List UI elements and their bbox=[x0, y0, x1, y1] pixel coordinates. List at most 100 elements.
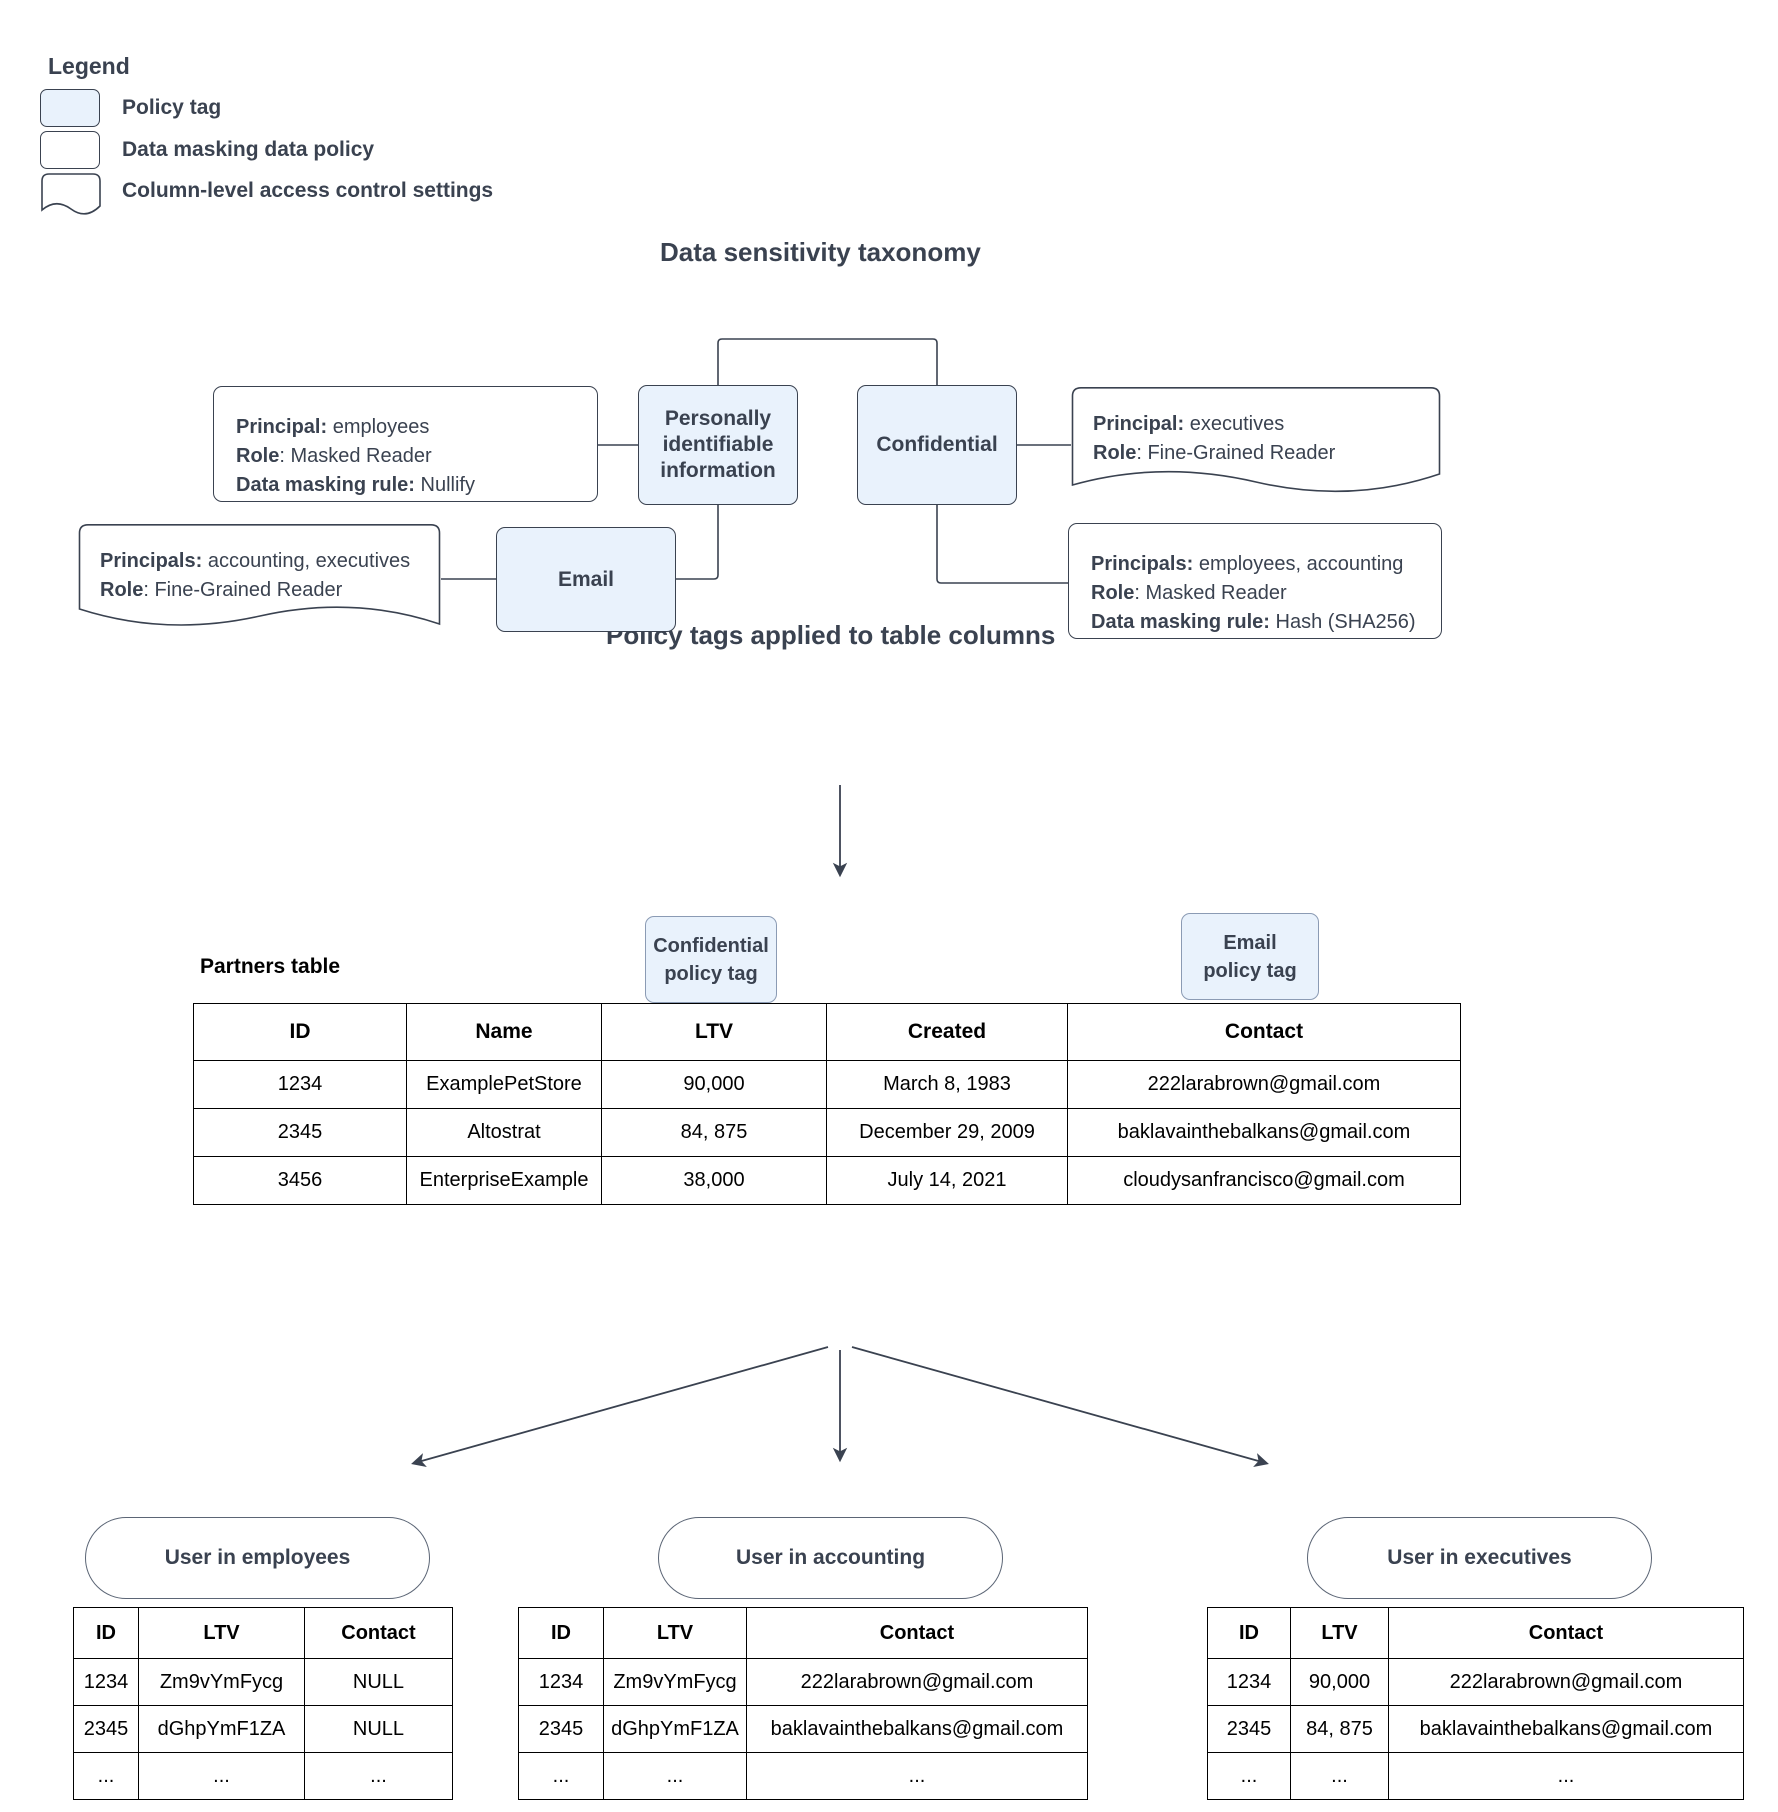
table-header-row: ID Name LTV Created Contact bbox=[193, 1003, 1461, 1061]
legend-swatch-data-masking-policy bbox=[40, 131, 100, 169]
cell: NULL bbox=[304, 1705, 453, 1753]
cell: Zm9vYmFycg bbox=[138, 1658, 305, 1706]
conf-policy-principals-value: employees, accounting bbox=[1193, 553, 1404, 575]
cell: Altostrat bbox=[406, 1108, 602, 1157]
cell: baklavainthebalkans@gmail.com bbox=[746, 1705, 1088, 1753]
conf-access-text: Principal: executives Role: Fine-Grained… bbox=[1093, 410, 1335, 468]
partners-table-label: Partners table bbox=[200, 955, 341, 978]
table-row: 1234 Zm9vYmFycg 222larabrown@gmail.com bbox=[518, 1658, 1088, 1706]
conf-policy-rule-label: Data masking rule: bbox=[1091, 611, 1270, 633]
conf-policy-rule-value: Hash (SHA256) bbox=[1269, 611, 1416, 633]
result-col-id: ID bbox=[1207, 1607, 1291, 1659]
pii-policy-principal-label: Principal: bbox=[236, 416, 328, 438]
cell: cloudysanfrancisco@gmail.com bbox=[1067, 1156, 1461, 1205]
cell: March 8, 1983 bbox=[826, 1060, 1068, 1109]
table-row: 2345 Altostrat 84, 875 December 29, 2009… bbox=[193, 1108, 1461, 1157]
partners-col-ltv: LTV bbox=[601, 1003, 827, 1061]
ptag-conf-line2: policy tag bbox=[664, 962, 758, 985]
column-policy-tag-confidential[interactable]: Confidential policy tag bbox=[645, 916, 777, 1003]
result-col-ltv: LTV bbox=[603, 1607, 747, 1659]
cell: 84, 875 bbox=[1290, 1705, 1389, 1753]
cell: 84, 875 bbox=[601, 1108, 827, 1157]
policy-tag-email[interactable]: Email bbox=[496, 527, 676, 632]
cell: ... bbox=[1207, 1752, 1291, 1800]
cell: dGhpYmF1ZA bbox=[138, 1705, 305, 1753]
cell: 90,000 bbox=[1290, 1658, 1389, 1706]
pii-policy-rule-value: Nullify bbox=[414, 474, 475, 496]
cell: 3456 bbox=[193, 1156, 407, 1205]
legend-label-policy-tag: Policy tag bbox=[122, 96, 222, 119]
cell: baklavainthebalkans@gmail.com bbox=[1067, 1108, 1461, 1157]
result-col-ltv: LTV bbox=[1290, 1607, 1389, 1659]
cell: ... bbox=[603, 1752, 747, 1800]
cell: 1234 bbox=[73, 1658, 139, 1706]
cell: dGhpYmF1ZA bbox=[603, 1705, 747, 1753]
section-title-taxonomy: Data sensitivity taxonomy bbox=[660, 237, 981, 267]
pii-policy-rule-label: Data masking rule: bbox=[236, 474, 415, 496]
email-access-text: Principals: accounting, executives Role:… bbox=[100, 547, 410, 605]
cell: ... bbox=[73, 1752, 139, 1800]
legend-title: Legend bbox=[48, 53, 130, 79]
cell: 1234 bbox=[1207, 1658, 1291, 1706]
conf-access-role-value: : Fine-Grained Reader bbox=[1136, 442, 1336, 464]
arrow-to-executives bbox=[851, 1346, 1269, 1467]
cell: ... bbox=[138, 1752, 305, 1800]
data-masking-policy-confidential: Principals: employees, accounting Role: … bbox=[1068, 523, 1442, 639]
cell: 222larabrown@gmail.com bbox=[1388, 1658, 1744, 1706]
cell: December 29, 2009 bbox=[826, 1108, 1068, 1157]
legend-label-column-access-settings: Column-level access control settings bbox=[122, 179, 494, 202]
legend-swatch-policy-tag bbox=[40, 89, 100, 127]
cell: ... bbox=[1388, 1752, 1744, 1800]
table-row: 1234 Zm9vYmFycg NULL bbox=[73, 1658, 453, 1706]
table-header-row: ID LTV Contact bbox=[518, 1607, 1088, 1659]
table-row: ... ... ... bbox=[1207, 1752, 1744, 1800]
partners-table: ID Name LTV Created Contact 1234 Example… bbox=[193, 1003, 1461, 1205]
conf-policy-role-value: : Masked Reader bbox=[1134, 582, 1287, 604]
table-row: ... ... ... bbox=[518, 1752, 1088, 1800]
partners-col-name: Name bbox=[406, 1003, 602, 1061]
cell: 38,000 bbox=[601, 1156, 827, 1205]
conf-access-principal-label: Principal: bbox=[1093, 413, 1185, 435]
ptag-conf-line1: Confidential bbox=[653, 934, 769, 957]
conf-policy-role-label: Role bbox=[1091, 582, 1135, 604]
conf-policy-principals-label: Principals: bbox=[1091, 553, 1194, 575]
cell: 222larabrown@gmail.com bbox=[1067, 1060, 1461, 1109]
result-col-id: ID bbox=[518, 1607, 604, 1659]
ptag-email-line1: Email bbox=[1223, 931, 1277, 954]
table-header-row: ID LTV Contact bbox=[73, 1607, 453, 1659]
data-masking-policy-pii: Principal: employees Role: Masked Reader… bbox=[213, 386, 598, 502]
policy-tag-confidential[interactable]: Confidential bbox=[857, 385, 1017, 505]
table-row: 1234 90,000 222larabrown@gmail.com bbox=[1207, 1658, 1744, 1706]
table-row: 1234 ExamplePetStore 90,000 March 8, 198… bbox=[193, 1060, 1461, 1109]
policy-tag-pii[interactable]: Personally identifiable information bbox=[638, 385, 798, 505]
cell: 90,000 bbox=[601, 1060, 827, 1109]
pii-policy-role-value: : Masked Reader bbox=[279, 445, 432, 467]
cell: 222larabrown@gmail.com bbox=[746, 1658, 1088, 1706]
result-col-contact: Contact bbox=[1388, 1607, 1744, 1659]
partners-col-contact: Contact bbox=[1067, 1003, 1461, 1061]
result-col-contact: Contact bbox=[304, 1607, 453, 1659]
result-table-accounting: ID LTV Contact 1234 Zm9vYmFycg 222larabr… bbox=[518, 1607, 1088, 1800]
result-col-id: ID bbox=[73, 1607, 139, 1659]
conf-access-principal-value: executives bbox=[1184, 413, 1285, 435]
conf-access-role-label: Role bbox=[1093, 442, 1137, 464]
cell: baklavainthebalkans@gmail.com bbox=[1388, 1705, 1744, 1753]
cell: ... bbox=[1290, 1752, 1389, 1800]
result-group-employees: User in employees bbox=[85, 1517, 430, 1599]
email-access-role-label: Role bbox=[100, 579, 144, 601]
result-col-ltv: LTV bbox=[138, 1607, 305, 1659]
result-table-executives: ID LTV Contact 1234 90,000 222larabrown@… bbox=[1207, 1607, 1744, 1800]
cell: 2345 bbox=[518, 1705, 604, 1753]
cell: July 14, 2021 bbox=[826, 1156, 1068, 1205]
result-group-executives: User in executives bbox=[1307, 1517, 1652, 1599]
column-policy-tag-email[interactable]: Email policy tag bbox=[1181, 913, 1319, 1000]
cell: 2345 bbox=[193, 1108, 407, 1157]
section-title-policy-tags: Policy tags applied to table columns bbox=[606, 620, 1056, 650]
table-header-row: ID LTV Contact bbox=[1207, 1607, 1744, 1659]
cell: 2345 bbox=[1207, 1705, 1291, 1753]
pii-policy-role-label: Role bbox=[236, 445, 280, 467]
table-row: 2345 dGhpYmF1ZA baklavainthebalkans@gmai… bbox=[518, 1705, 1088, 1753]
result-group-accounting: User in accounting bbox=[658, 1517, 1003, 1599]
cell: ExamplePetStore bbox=[406, 1060, 602, 1109]
pii-policy-principal-value: employees bbox=[327, 416, 430, 438]
